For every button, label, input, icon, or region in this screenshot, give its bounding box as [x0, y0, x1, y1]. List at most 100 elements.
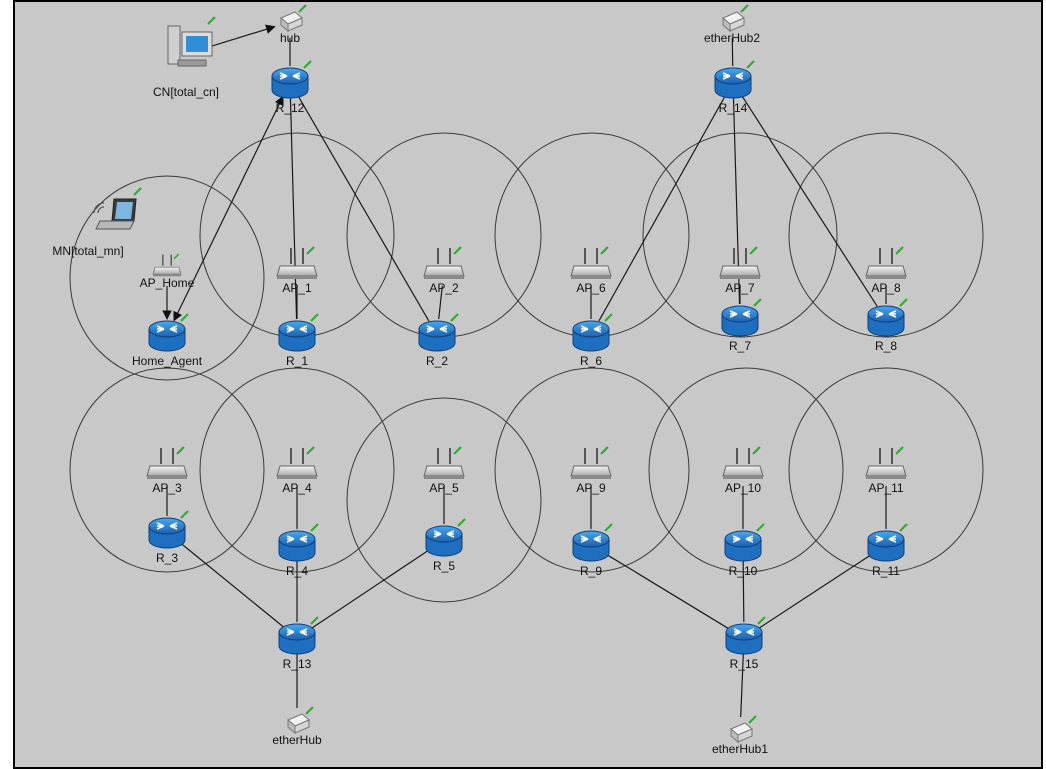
router-r-15[interactable]: R_15: [725, 616, 766, 671]
ap-ap-8[interactable]: AP_8: [865, 246, 907, 295]
router-r-11[interactable]: R_11: [867, 523, 908, 578]
status-led-icon: [600, 446, 609, 455]
hub-icon: [287, 706, 314, 735]
link-r-9-to-r-15: [604, 552, 731, 631]
status-led-icon: [749, 246, 758, 255]
node-label: AP_4: [282, 481, 312, 495]
node-label: hub: [280, 31, 300, 45]
status-led-icon: [600, 246, 609, 255]
node-label: etherHub1: [712, 742, 768, 756]
router-icon: [425, 518, 466, 557]
access-point-icon: [865, 446, 907, 479]
status-led-icon: [310, 616, 319, 625]
router-r-5[interactable]: R_5: [425, 518, 466, 573]
laptop-mn[interactable]: MN[total_mn]: [52, 187, 142, 258]
ap-ap-10[interactable]: AP_10: [722, 446, 764, 495]
status-led-icon: [899, 523, 908, 532]
node-label: R_2: [426, 354, 448, 368]
link-cn-to-hub: [200, 24, 276, 52]
node-label: R_1: [286, 354, 308, 368]
hub-etherhub2[interactable]: etherHub2: [704, 4, 760, 45]
hub-icon: [280, 4, 307, 33]
router-icon: [714, 60, 755, 99]
link-r-3-to-r-13: [179, 541, 285, 629]
ap-ap-4[interactable]: AP_4: [276, 446, 318, 495]
node-label: AP_3: [152, 481, 182, 495]
status-led-icon: [176, 446, 185, 455]
ap-ap-7[interactable]: AP_7: [719, 246, 761, 295]
status-led-icon: [604, 523, 613, 532]
hub-etherhub1[interactable]: etherHub1: [712, 715, 768, 756]
node-label: etherHub2: [704, 31, 760, 45]
hub-etherhub[interactable]: etherHub: [272, 706, 322, 747]
status-led-icon: [310, 313, 319, 322]
status-led-icon: [453, 246, 462, 255]
node-label: R_5: [433, 559, 455, 573]
router-icon: [418, 313, 459, 352]
range-circle-ap-9: [494, 367, 690, 573]
node-label: CN[total_cn]: [153, 85, 219, 99]
hub-icon: [730, 715, 757, 744]
router-r-2[interactable]: R_2: [418, 313, 459, 368]
status-led-icon: [450, 313, 459, 322]
status-led-icon: [748, 715, 757, 724]
node-label: AP_7: [725, 281, 755, 295]
node-label: R_15: [730, 657, 759, 671]
node-label: R_6: [580, 354, 602, 368]
router-r-10[interactable]: R_10: [724, 523, 765, 578]
link-r-11-to-r-15: [757, 553, 873, 630]
ap-ap-3[interactable]: AP_3: [146, 446, 188, 495]
router-icon: [572, 523, 613, 562]
status-led-icon: [180, 313, 189, 322]
range-circle-ap-5: [346, 397, 542, 603]
range-circle-ap-10: [648, 367, 844, 573]
ap-ap-9[interactable]: AP_9: [570, 446, 612, 495]
node-label: R_13: [283, 657, 312, 671]
router-r-1[interactable]: R_1: [278, 313, 319, 368]
ap-ap-11[interactable]: AP_11: [865, 446, 907, 495]
router-r-3[interactable]: R_3: [148, 510, 189, 565]
router-r-4[interactable]: R_4: [278, 523, 319, 578]
router-r-13[interactable]: R_13: [278, 616, 319, 671]
ap-ap-1[interactable]: AP_1: [276, 246, 318, 295]
ap-ap-5[interactable]: AP_5: [423, 446, 465, 495]
network-nodes: CN[total_cn] MN[total_mn] hub etherHub2 ethe…: [52, 4, 908, 756]
node-label: AP_9: [576, 481, 606, 495]
computer-cn[interactable]: CN[total_cn]: [153, 16, 219, 99]
router-r-8[interactable]: R_8: [867, 298, 908, 353]
router-icon: [148, 313, 189, 352]
access-point-icon: [722, 446, 764, 479]
router-r-9[interactable]: R_9: [572, 523, 613, 578]
hub-hub[interactable]: hub: [280, 4, 307, 45]
status-led-icon: [899, 298, 908, 307]
router-r-6[interactable]: R_6: [572, 313, 613, 368]
status-led-icon: [173, 253, 180, 260]
node-label: AP_10: [725, 481, 761, 495]
laptop-icon: [93, 187, 142, 230]
router-icon: [278, 616, 319, 655]
node-label: R_8: [875, 339, 897, 353]
router-icon: [278, 313, 319, 352]
status-led-icon: [753, 298, 762, 307]
router-home-agent[interactable]: Home_Agent: [132, 313, 203, 368]
status-led-icon: [453, 446, 462, 455]
ap-ap-6[interactable]: AP_6: [570, 246, 612, 295]
node-label: AP_Home: [140, 276, 195, 290]
router-icon: [278, 523, 319, 562]
router-r-14[interactable]: R_14: [714, 60, 755, 115]
link-r-14-to-r-6: [598, 95, 726, 322]
router-icon: [271, 60, 312, 99]
ap-ap-home[interactable]: AP_Home: [140, 253, 195, 290]
router-r-7[interactable]: R_7: [721, 298, 762, 353]
link-r-12-to-home-agent: [173, 95, 284, 322]
router-icon: [867, 298, 908, 337]
router-r-12[interactable]: R_12: [271, 60, 312, 115]
ap-ap-2[interactable]: AP_2: [423, 246, 465, 295]
node-label: etherHub: [272, 733, 322, 747]
node-label: MN[total_mn]: [52, 244, 123, 258]
access-point-icon: [423, 446, 465, 479]
access-point-icon: [276, 446, 318, 479]
node-label: R_7: [729, 339, 751, 353]
status-led-icon: [740, 4, 749, 13]
access-point-icon: [152, 253, 182, 277]
